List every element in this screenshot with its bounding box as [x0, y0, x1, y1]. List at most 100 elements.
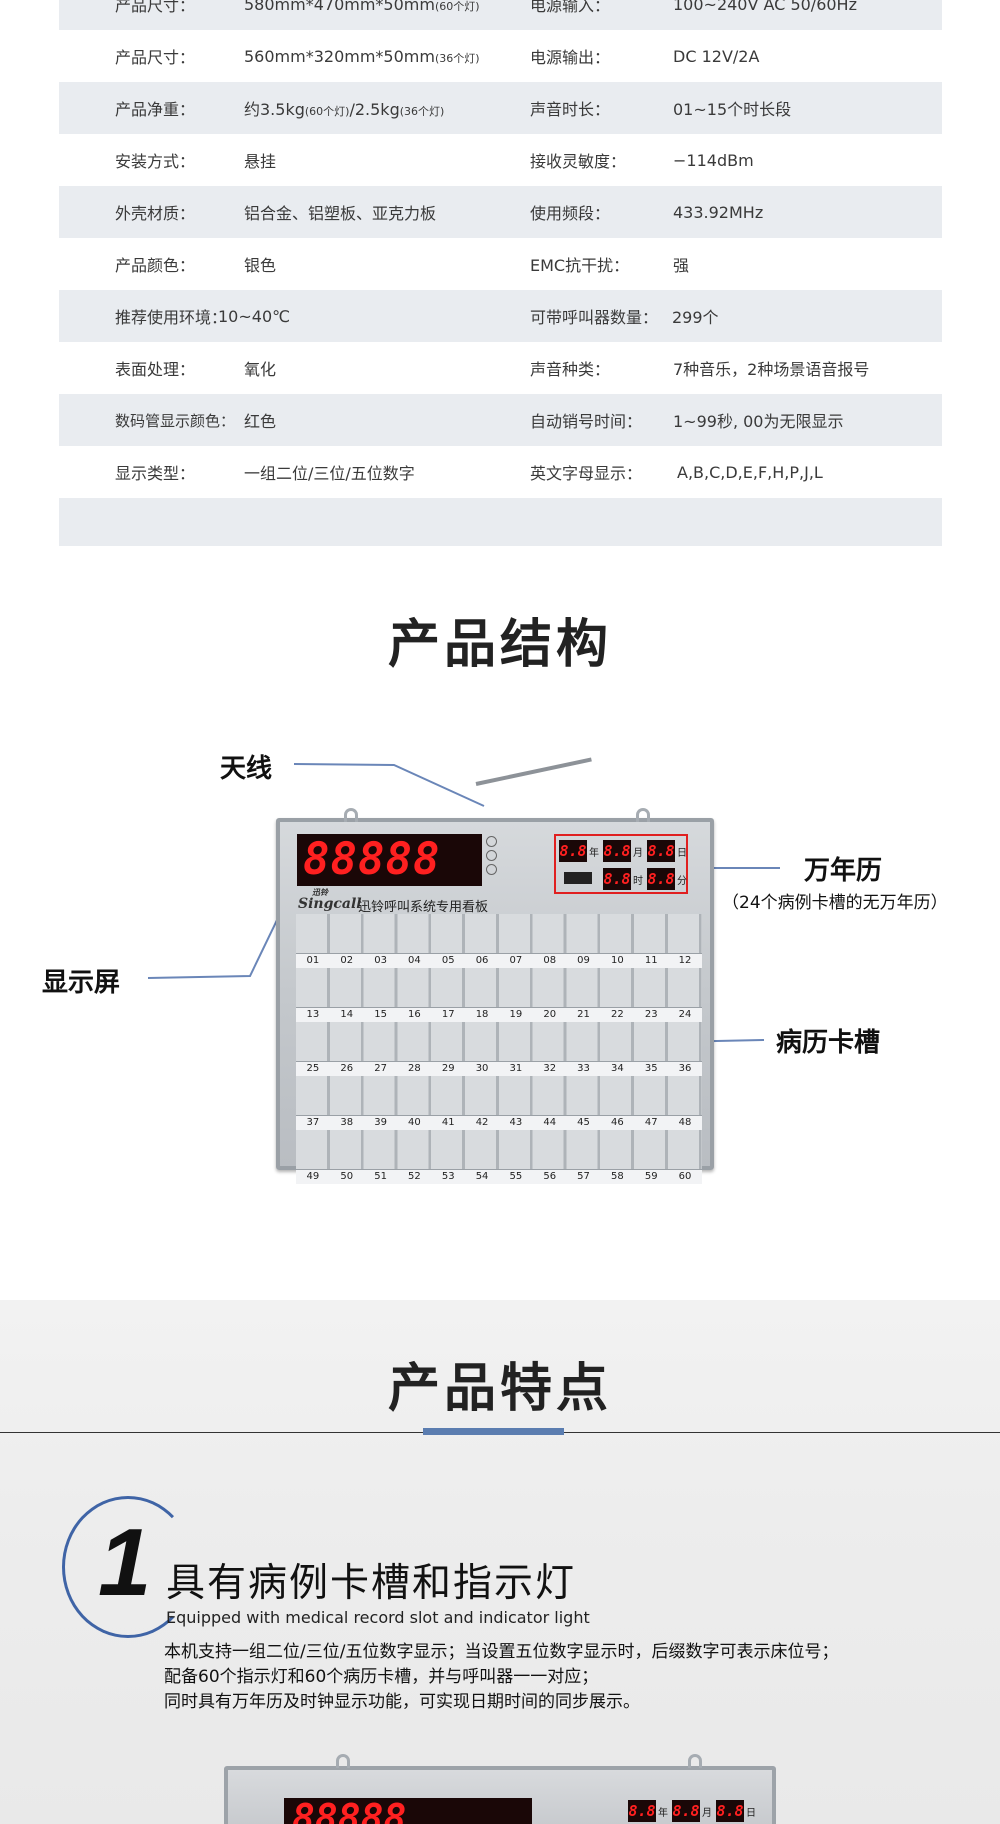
number-circle: [62, 1496, 194, 1638]
spec-label: 自动销号时间：: [530, 412, 643, 431]
slot-number: 40: [408, 1117, 421, 1128]
slot-number: 38: [340, 1117, 354, 1128]
spec-label: 电源输入：: [530, 0, 611, 15]
slot-number: 59: [644, 1171, 658, 1182]
slot-number: 53: [441, 1171, 455, 1182]
spec-row: 表面处理： 氧化 声音种类： 7种音乐，2种场景语音报号: [59, 342, 942, 394]
title-underline: [423, 1428, 564, 1435]
spec-value: 100~240V AC 50/60Hz: [673, 0, 857, 14]
led-day: 8.8: [647, 840, 675, 862]
slot-number: 48: [678, 1117, 692, 1128]
spec-value: 1~99秒, 00为无限显示: [673, 412, 844, 431]
slot-number: 12: [678, 955, 692, 966]
led-day: 8.8: [716, 1800, 744, 1822]
spec-row: 显示类型： 一组二位/三位/五位数字 英文字母显示： A,B,C,D,E,F,H…: [59, 446, 942, 498]
slot-number: 26: [340, 1063, 354, 1074]
unit-day: 日: [677, 848, 687, 859]
slot-number: 02: [340, 955, 354, 966]
slot-number: 03: [374, 955, 387, 966]
slot-number: 35: [644, 1063, 658, 1074]
spec-label: 电源输出：: [530, 48, 611, 67]
slot-number: 43: [509, 1117, 523, 1128]
spec-label: 外壳材质：: [115, 204, 196, 223]
led-main-display: 88888: [297, 834, 482, 886]
spec-value: 10~40℃: [218, 306, 291, 326]
feature-subtitle: Equipped with medical record slot and in…: [166, 1608, 590, 1627]
slot-number: 08: [543, 955, 557, 966]
callout-antenna: 天线: [220, 754, 273, 784]
slot-number: 06: [475, 955, 489, 966]
slot-number: 45: [577, 1117, 590, 1128]
slot-number: 44: [543, 1117, 557, 1128]
unit-month: 月: [702, 1808, 712, 1819]
slot-number: 22: [611, 1009, 624, 1020]
slot-number: 04: [408, 955, 421, 966]
slot-number: 57: [577, 1171, 590, 1182]
slot-number: 05: [441, 955, 455, 966]
feature-title: 具有病例卡槽和指示灯: [166, 1561, 577, 1606]
features-title: 产品特点: [387, 1359, 612, 1419]
led-month: 8.8: [603, 840, 631, 862]
slot-number: 46: [611, 1117, 624, 1128]
feature-line: 配备60个指示灯和60个病历卡槽，并与呼叫器一一对应；: [164, 1667, 599, 1687]
callout-calendar: 万年历: [804, 856, 883, 886]
unit-month: 月: [633, 848, 643, 859]
spec-value: 一组二位/三位/五位数字: [244, 464, 415, 483]
spec-value: 433.92MHz: [673, 202, 764, 222]
spec-row: 数码管显示颜色： 红色 自动销号时间： 1~99秒, 00为无限显示: [59, 394, 942, 446]
spec-label: 英文字母显示：: [530, 464, 643, 483]
slot-number: 60: [678, 1171, 692, 1182]
spec-value: DC 12V/2A: [673, 46, 760, 66]
spec-label: 产品净重：: [115, 100, 196, 119]
spec-label: 产品尺寸：: [115, 48, 196, 67]
spec-row: 产品净重： 约3.5kg(60个灯)/2.5kg(36个灯) 声音时长： 01~…: [59, 82, 942, 134]
hanging-hook: [636, 808, 650, 822]
hanging-hook: [336, 1754, 350, 1768]
spec-label: 产品尺寸：: [115, 0, 196, 15]
slot-number: 58: [611, 1171, 624, 1182]
led-hour: 8.8: [603, 868, 631, 890]
spec-value: 299个: [672, 308, 719, 327]
slot-number: 47: [644, 1117, 658, 1128]
spec-value: 约3.5kg(60个灯)/2.5kg(36个灯): [244, 100, 445, 119]
slot-number: 33: [577, 1063, 590, 1074]
led-minute: 8.8: [647, 868, 675, 890]
spec-row: 产品颜色： 银色 EMC抗干扰： 强: [59, 238, 942, 290]
slot-number: 39: [374, 1117, 387, 1128]
slot-number: 36: [678, 1063, 692, 1074]
slot-number: 23: [644, 1009, 658, 1020]
callout-slot: 病历卡槽: [776, 1028, 881, 1058]
spec-label: 数码管显示颜色：: [115, 411, 236, 430]
slot-number: 10: [611, 955, 624, 966]
calendar-display: 8.8 年 8.8 月 8.8 日 8.8 时 8.8 分: [554, 834, 688, 894]
spec-table: 产品尺寸： 580mm*470mm*50mm(60个灯) 电源输入： 100~2…: [59, 0, 942, 546]
slot-number: 09: [577, 955, 590, 966]
slot-number: 54: [475, 1171, 489, 1182]
spec-row-empty: [59, 498, 942, 546]
feature-description: 本机支持一组二位/三位/五位数字显示；当设置五位数字显示时，后缀数字可表示床位号…: [164, 1640, 838, 1715]
board-name: 迅铃呼叫系统专用看板: [358, 900, 489, 915]
spec-row: 推荐使用环境： 10~40℃ 可带呼叫器数量： 299个: [59, 290, 942, 342]
unit-year: 年: [589, 848, 599, 859]
spec-label: 安装方式：: [115, 152, 196, 171]
slot-number: 56: [543, 1171, 557, 1182]
spec-value: 580mm*470mm*50mm(60个灯): [244, 0, 480, 14]
button-column: [486, 836, 498, 878]
slot-number: 17: [441, 1009, 455, 1020]
spec-label: 推荐使用环境：: [115, 308, 228, 327]
slot-number: 01: [306, 955, 320, 966]
spec-value: 7种音乐，2种场景语音报号: [673, 360, 870, 379]
slot-number: 15: [374, 1009, 387, 1020]
spec-label: 表面处理：: [115, 360, 196, 379]
spec-label: 声音时长：: [530, 100, 611, 119]
spec-label: 使用频段：: [530, 204, 611, 223]
slot-number: 24: [678, 1009, 692, 1020]
slot-number: 21: [577, 1009, 590, 1020]
